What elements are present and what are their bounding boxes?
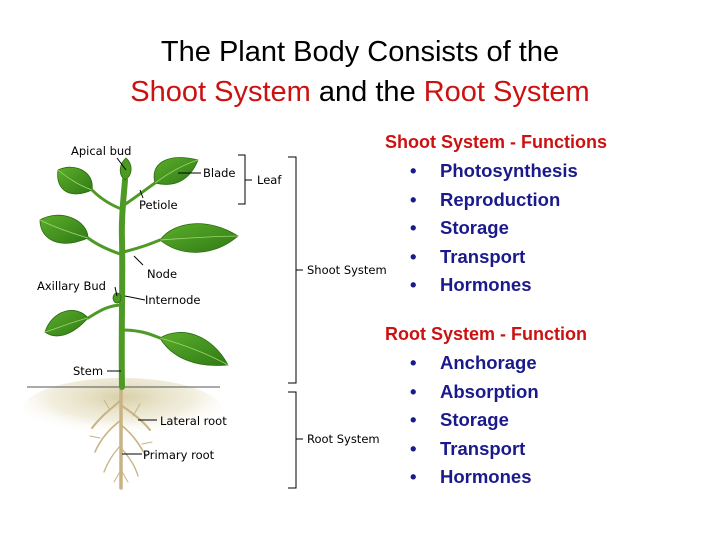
shoot-function-reproduction: Reproduction bbox=[440, 188, 561, 210]
root-system-graphic bbox=[89, 385, 153, 490]
title-line-2: Shoot System and the Root System bbox=[0, 76, 720, 109]
root-function-anchorage: Anchorage bbox=[440, 352, 537, 373]
shoot-functions-heading: Shoot System - Functions bbox=[385, 132, 608, 152]
leaf-veins-graphic bbox=[39, 159, 239, 366]
list-item: • Anchorage bbox=[410, 349, 539, 378]
shoot-function-transport: Transport bbox=[440, 245, 526, 267]
root-functions-heading: Root System - Function bbox=[385, 324, 587, 344]
bullet-icon: • bbox=[410, 409, 417, 430]
title-and-the: and the bbox=[310, 76, 424, 108]
petioles-graphic bbox=[86, 181, 162, 340]
bullet-icon: • bbox=[410, 217, 417, 238]
list-item: • Storage bbox=[410, 214, 578, 243]
bullet-icon: • bbox=[410, 352, 417, 373]
root-function-absorption: Absorption bbox=[440, 380, 539, 402]
bullet-icon: • bbox=[410, 437, 417, 459]
bullet-icon: • bbox=[410, 380, 417, 402]
label-petiole: Petiole bbox=[139, 198, 178, 212]
bullet-icon: • bbox=[410, 466, 417, 487]
label-stem: Stem bbox=[73, 364, 103, 378]
bullet-icon: • bbox=[410, 245, 417, 267]
root-function-storage: Storage bbox=[440, 409, 509, 430]
bullet-icon: • bbox=[410, 188, 417, 210]
list-item: • Hormones bbox=[410, 463, 539, 492]
list-item: • Reproduction bbox=[410, 186, 578, 215]
label-apical-bud: Apical bud bbox=[71, 144, 131, 158]
list-item: • Photosynthesis bbox=[410, 157, 578, 186]
root-function-hormones: Hormones bbox=[440, 466, 532, 487]
label-axillary-bud: Axillary Bud bbox=[37, 279, 106, 293]
label-node: Node bbox=[147, 267, 177, 281]
label-primary-root: Primary root bbox=[143, 448, 215, 462]
root-function-transport: Transport bbox=[440, 437, 526, 459]
label-internode: Internode bbox=[145, 293, 201, 307]
label-shoot-system: Shoot System bbox=[307, 263, 387, 277]
root-functions-list: • Anchorage • Absorption • Storage • Transpo… bbox=[410, 349, 539, 492]
list-item: • Hormones bbox=[410, 271, 578, 300]
shoot-system-bracket bbox=[288, 156, 303, 384]
label-blade: Blade bbox=[203, 166, 236, 180]
list-item: • Absorption bbox=[410, 378, 539, 407]
shoot-function-hormones: Hormones bbox=[440, 274, 532, 295]
brackets bbox=[238, 154, 303, 489]
list-item: • Storage bbox=[410, 406, 539, 435]
shoot-functions-list: • Photosynthesis • Reproduction • Storage •… bbox=[410, 157, 578, 300]
title-text-1: The Plant Body Consists of the bbox=[160, 36, 560, 68]
leader-lines bbox=[107, 157, 201, 455]
shoot-function-photosynthesis: Photosynthesis bbox=[440, 160, 578, 181]
shoot-function-storage: Storage bbox=[440, 217, 509, 238]
title-root-system: Root System bbox=[423, 76, 590, 108]
bullet-icon: • bbox=[410, 274, 417, 295]
root-system-bracket bbox=[288, 391, 303, 489]
bullet-icon: • bbox=[410, 160, 417, 181]
leaf-bracket bbox=[238, 154, 252, 205]
label-root-system: Root System bbox=[307, 432, 380, 446]
label-lateral-root: Lateral root bbox=[160, 414, 227, 428]
list-item: • Transport bbox=[410, 435, 539, 464]
title-line-1: The Plant Body Consists of the bbox=[0, 36, 720, 69]
title-shoot-system: Shoot System bbox=[130, 76, 311, 108]
label-leaf: Leaf bbox=[257, 173, 282, 187]
list-item: • Transport bbox=[410, 243, 578, 272]
